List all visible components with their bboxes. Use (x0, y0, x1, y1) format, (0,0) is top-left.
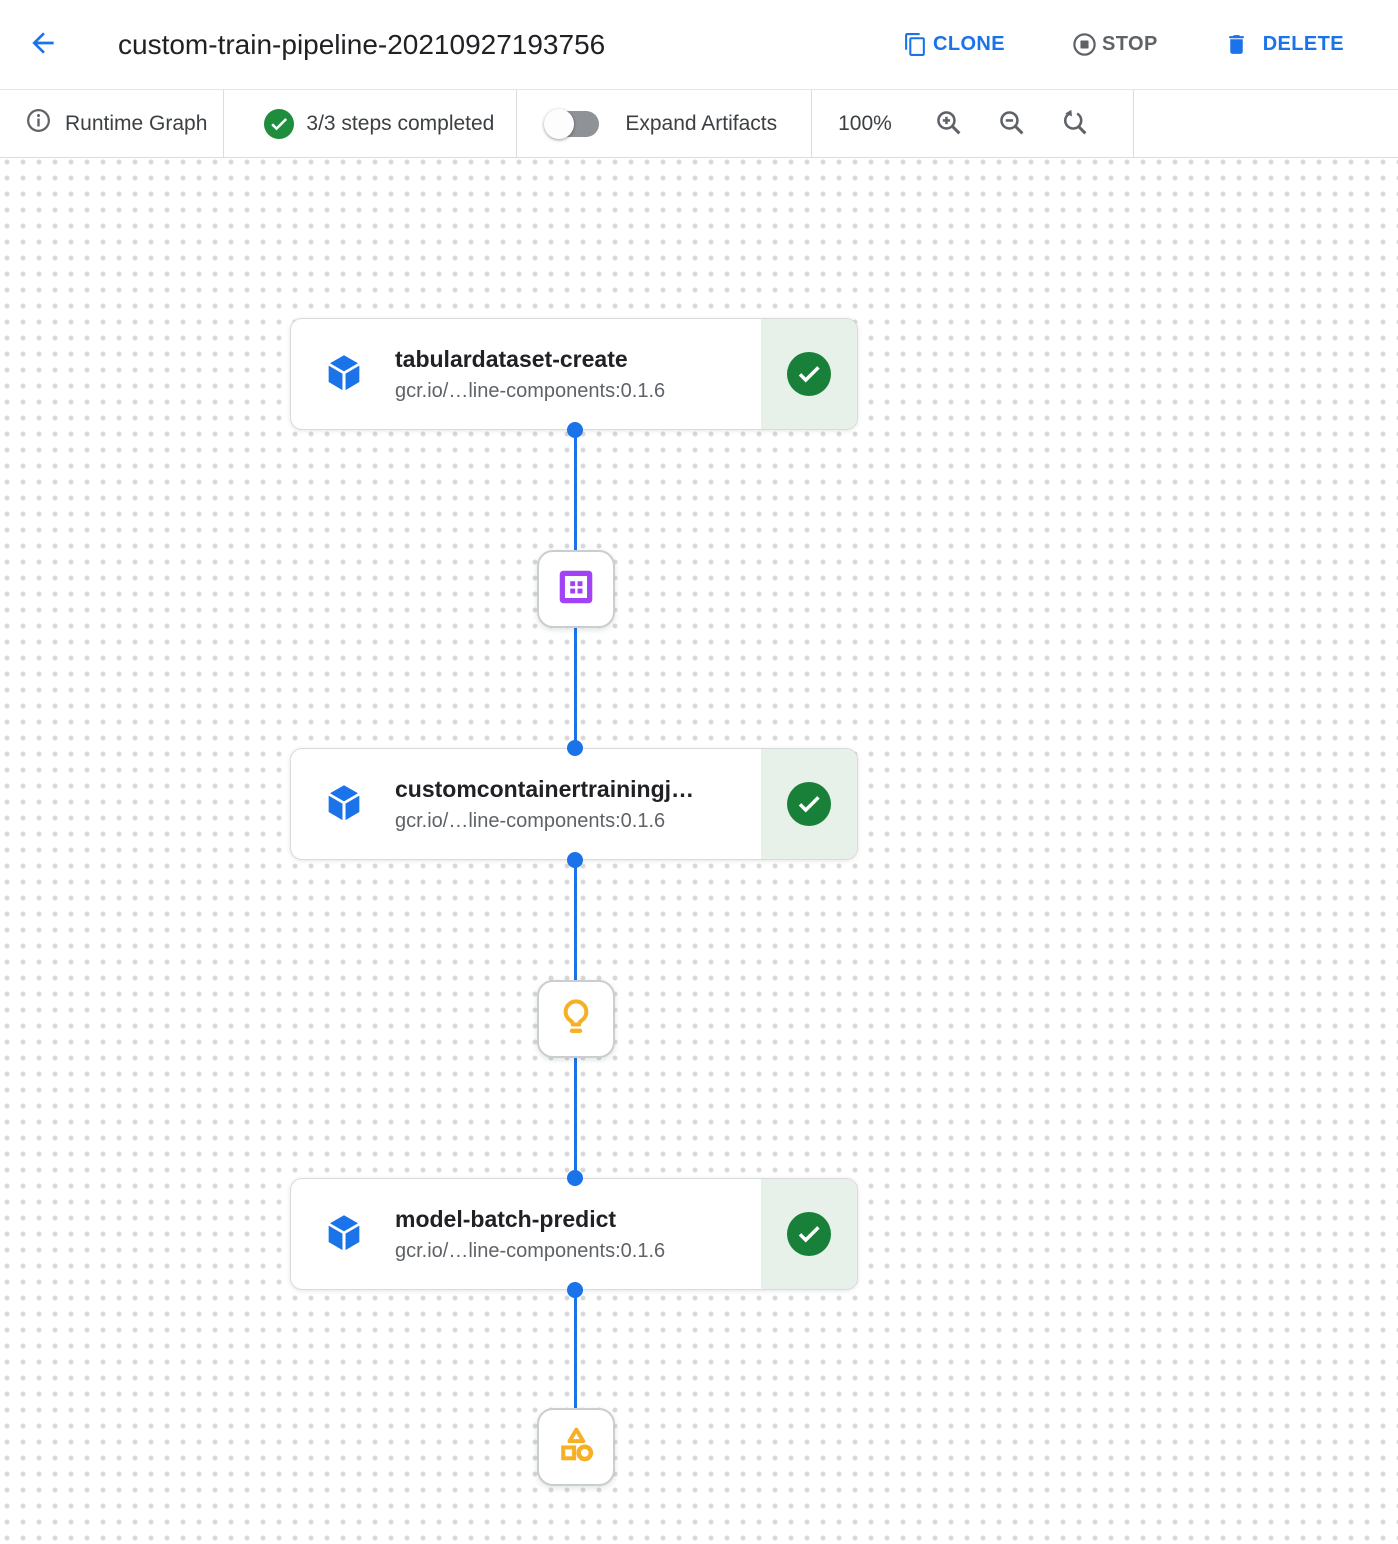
step-status (761, 749, 857, 859)
component-box-icon (321, 781, 367, 827)
step-node-model-batch-predict[interactable]: model-batch-predict gcr.io/…line-compone… (290, 1178, 858, 1290)
expand-artifacts-group: Expand Artifacts (544, 108, 778, 139)
step-node-tabulardataset-create[interactable]: tabulardataset-create gcr.io/…line-compo… (290, 318, 858, 430)
step-node-main: tabulardataset-create gcr.io/…line-compo… (291, 319, 761, 429)
edge-port-dot (567, 852, 583, 868)
arrow-back-icon (27, 27, 59, 62)
edge-port-dot (567, 740, 583, 756)
step-node-customcontainertrainingjob[interactable]: customcontainertrainingj… gcr.io/…line-c… (290, 748, 858, 860)
clone-label: CLONE (933, 33, 1005, 55)
delete-button[interactable]: DELETE (1224, 32, 1344, 57)
step-node-text: model-batch-predict gcr.io/…line-compone… (395, 1206, 665, 1263)
graph-edge (574, 1290, 577, 1448)
step-node-text: customcontainertrainingj… gcr.io/…line-c… (395, 776, 694, 833)
check-badge-icon (264, 108, 295, 139)
edge-port-dot (567, 1170, 583, 1186)
graph-toolbar: Runtime Graph 3/3 steps completed Expand… (0, 90, 1398, 158)
step-name: model-batch-predict (395, 1205, 617, 1232)
artifact-node-artifact[interactable] (537, 1408, 615, 1486)
header-actions: CLONE STOP DELETE (903, 31, 1344, 58)
step-image: gcr.io/…line-components:0.1.6 (395, 379, 666, 402)
toggle-knob (544, 108, 575, 139)
step-node-main: model-batch-predict gcr.io/…line-compone… (291, 1179, 761, 1289)
edge-port-dot (567, 1282, 583, 1298)
delete-icon (1224, 32, 1249, 57)
pipeline-graph-canvas[interactable]: tabulardataset-create gcr.io/…line-compo… (0, 158, 1398, 1544)
stop-button[interactable]: STOP (1071, 31, 1158, 58)
artifact-node-model[interactable] (537, 980, 615, 1058)
expand-artifacts-label: Expand Artifacts (625, 111, 778, 135)
success-check-icon (787, 352, 831, 396)
delete-label: DELETE (1262, 33, 1344, 55)
component-box-icon (321, 1211, 367, 1257)
step-name: tabulardataset-create (395, 345, 628, 372)
artifact-icon (555, 1424, 597, 1471)
toolbar-divider (223, 90, 225, 157)
zoom-out-button[interactable] (997, 108, 1026, 140)
header: custom-train-pipeline-20210927193756 CLO… (0, 0, 1398, 90)
runtime-graph-label: Runtime Graph (65, 111, 208, 135)
artifact-node-dataset[interactable] (537, 550, 615, 628)
step-name: customcontainertrainingj… (395, 775, 695, 802)
zoom-out-icon (997, 108, 1026, 140)
zoom-level: 100% (838, 111, 892, 135)
step-status (761, 1179, 857, 1289)
step-node-main: customcontainertrainingj… gcr.io/…line-c… (291, 749, 761, 859)
zoom-reset-button[interactable] (1060, 108, 1089, 140)
back-button[interactable] (26, 28, 60, 62)
zoom-in-button[interactable] (934, 108, 963, 140)
model-icon (555, 996, 597, 1043)
step-image: gcr.io/…line-components:0.1.6 (395, 1239, 666, 1262)
zoom-controls: 100% (838, 108, 1089, 140)
zoom-reset-icon (1060, 108, 1089, 140)
clone-button[interactable]: CLONE (903, 32, 1005, 57)
step-node-text: tabulardataset-create gcr.io/…line-compo… (395, 346, 665, 403)
stop-icon (1071, 31, 1098, 58)
page-title: custom-train-pipeline-20210927193756 (118, 28, 606, 60)
steps-completed-group: 3/3 steps completed (264, 108, 495, 139)
info-icon[interactable] (25, 107, 52, 140)
steps-completed-label: 3/3 steps completed (306, 111, 495, 135)
expand-artifacts-toggle[interactable] (544, 108, 600, 139)
zoom-in-icon (934, 108, 963, 140)
success-check-icon (787, 1212, 831, 1256)
step-image: gcr.io/…line-components:0.1.6 (395, 809, 666, 832)
success-check-icon (787, 782, 831, 826)
clone-icon (903, 32, 928, 57)
toolbar-divider (1133, 90, 1135, 157)
toolbar-divider (516, 90, 518, 157)
toolbar-divider (811, 90, 813, 157)
dataset-icon (555, 566, 597, 613)
stop-label: STOP (1102, 33, 1158, 55)
edge-port-dot (567, 422, 583, 438)
runtime-graph-label-group: Runtime Graph (25, 107, 207, 140)
component-box-icon (321, 351, 367, 397)
step-status (761, 319, 857, 429)
